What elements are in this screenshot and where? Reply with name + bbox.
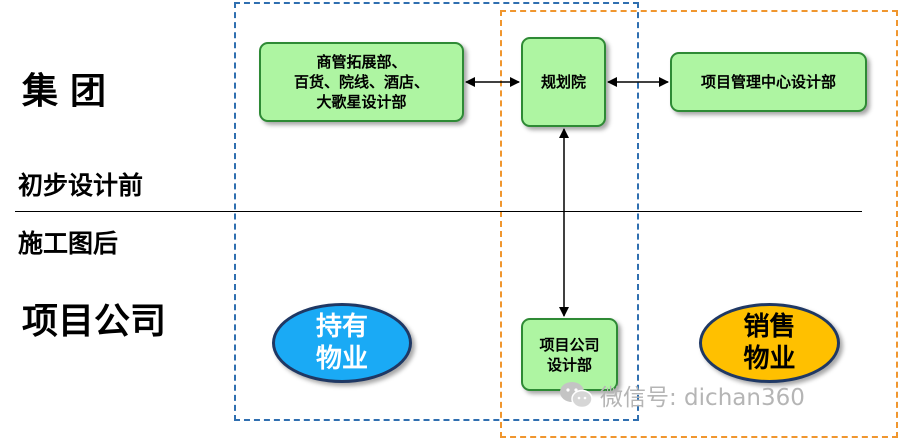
project-design-line-2: 设计部: [546, 355, 592, 374]
watermark: 微信号: dichan360: [558, 378, 805, 412]
before-design-label: 初步设计前: [18, 171, 144, 200]
business-line-2: 百货、院线、酒店、: [293, 73, 429, 91]
business-line-1: 商管拓展部、: [316, 53, 407, 71]
planning-institute-box: 规划院: [521, 37, 606, 127]
watermark-text: 微信号: dichan360: [600, 385, 805, 411]
planning-label: 规划院: [540, 73, 586, 91]
project-management-center-box: 项目管理中心设计部: [670, 52, 867, 112]
pmc-label: 项目管理中心设计部: [700, 73, 836, 91]
hold-line-2: 物业: [315, 344, 368, 374]
sale-line-1: 销售: [743, 312, 796, 342]
sold-property-boundary: [500, 10, 898, 438]
project-design-line-1: 项目公司: [539, 335, 600, 354]
business-line-3: 大歌星设计部: [316, 93, 407, 111]
sold-property-ellipse: 销售 物业: [699, 303, 840, 383]
business-departments-box: 商管拓展部、 百货、院线、酒店、 大歌星设计部: [259, 42, 464, 122]
held-property-ellipse: 持有 物业: [272, 303, 412, 383]
project-company-design-box: 项目公司 设计部: [521, 318, 618, 391]
project-company-label: 项目公司: [22, 301, 167, 342]
group-label: 集团: [22, 71, 119, 112]
hold-line-1: 持有: [315, 312, 368, 342]
sale-line-2: 物业: [743, 344, 796, 374]
after-construction-label: 施工图后: [18, 229, 119, 258]
wechat-icon: [560, 382, 593, 409]
phase-divider: [15, 211, 862, 212]
